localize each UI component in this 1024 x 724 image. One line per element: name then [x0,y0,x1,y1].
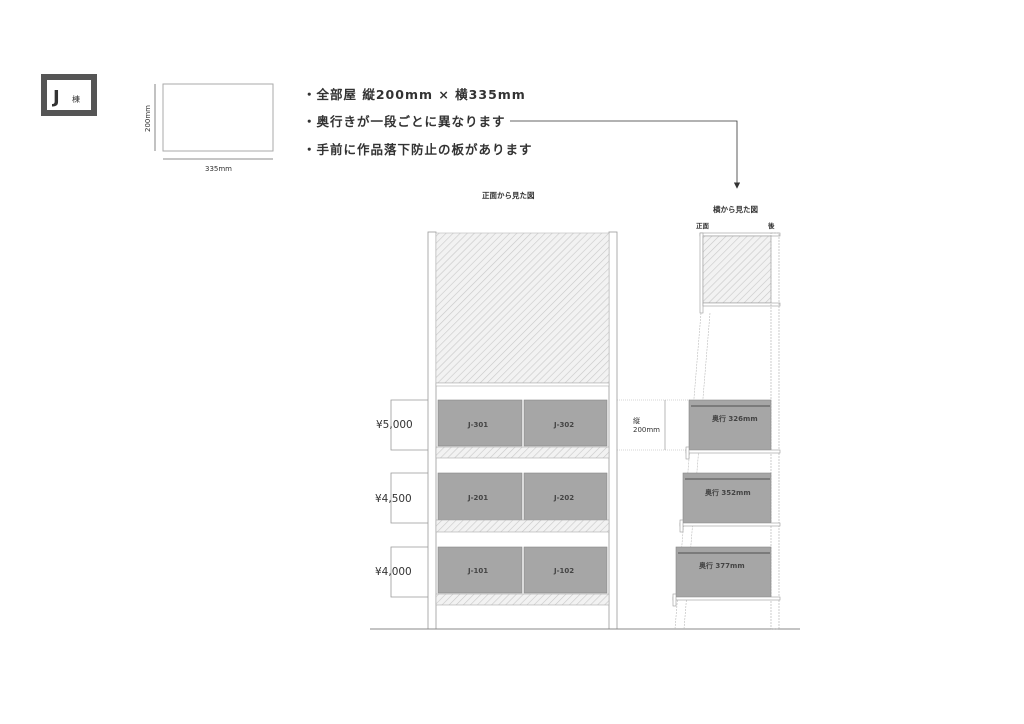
room-label: J-101 [467,567,488,575]
building-badge: J 棟 [41,74,97,116]
price-label: ¥4,000 [375,566,412,578]
note-guard-board: ・手前に作品落下防止の板があります [303,142,533,157]
height-label: 200mm [144,105,152,132]
height-dim-value: 200mm [633,426,660,434]
badge-letter: J [51,87,60,108]
front-view [370,231,800,630]
back-label: 後 [768,221,775,230]
room-box[interactable] [523,399,608,447]
room-box[interactable] [523,546,608,594]
front-label: 正面 [696,222,710,230]
depth-label: 奥行 326mm [712,414,758,423]
width-label: 335mm [205,165,232,173]
depth-label: 奥行 377mm [699,561,745,570]
front-view-title: 正面から見た図 [482,190,535,200]
note-depth: ・奥行きが一段ごとに異なります [303,114,506,129]
room-label: J-302 [553,421,574,429]
room-size-diagram: 200mm 335mm [144,83,274,173]
room-box[interactable] [437,546,523,594]
depth-label: 奥行 352mm [705,488,751,497]
pointer-arrow [510,120,741,189]
room-label: J-301 [467,421,488,429]
side-view-title: 横から見た図 [713,204,758,214]
badge-suffix: 棟 [72,94,80,104]
room-box[interactable] [437,399,523,447]
price-label: ¥5,000 [376,419,413,431]
note-size: ・全部屋 縦200mm × 横335mm [303,87,526,102]
room-label: J-202 [553,494,574,502]
side-view [672,232,781,630]
room-label: J-102 [553,567,574,575]
room-box[interactable] [437,472,523,521]
height-dim-label: 縦 [633,416,640,425]
room-label: J-201 [467,494,488,502]
price-label: ¥4,500 [375,493,412,505]
